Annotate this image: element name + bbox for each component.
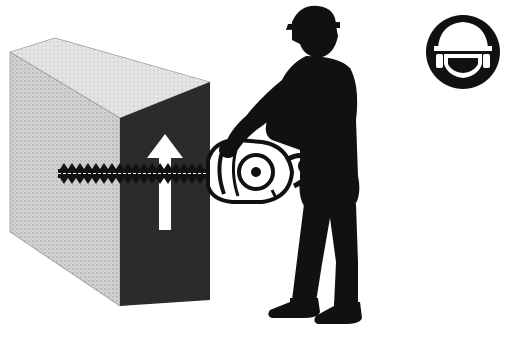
- operator-head: [292, 6, 338, 58]
- operator-boot-right: [314, 302, 362, 324]
- operator-boot-left: [268, 298, 320, 318]
- operator-legs: [292, 204, 358, 306]
- protective-gear-icon: [426, 15, 500, 89]
